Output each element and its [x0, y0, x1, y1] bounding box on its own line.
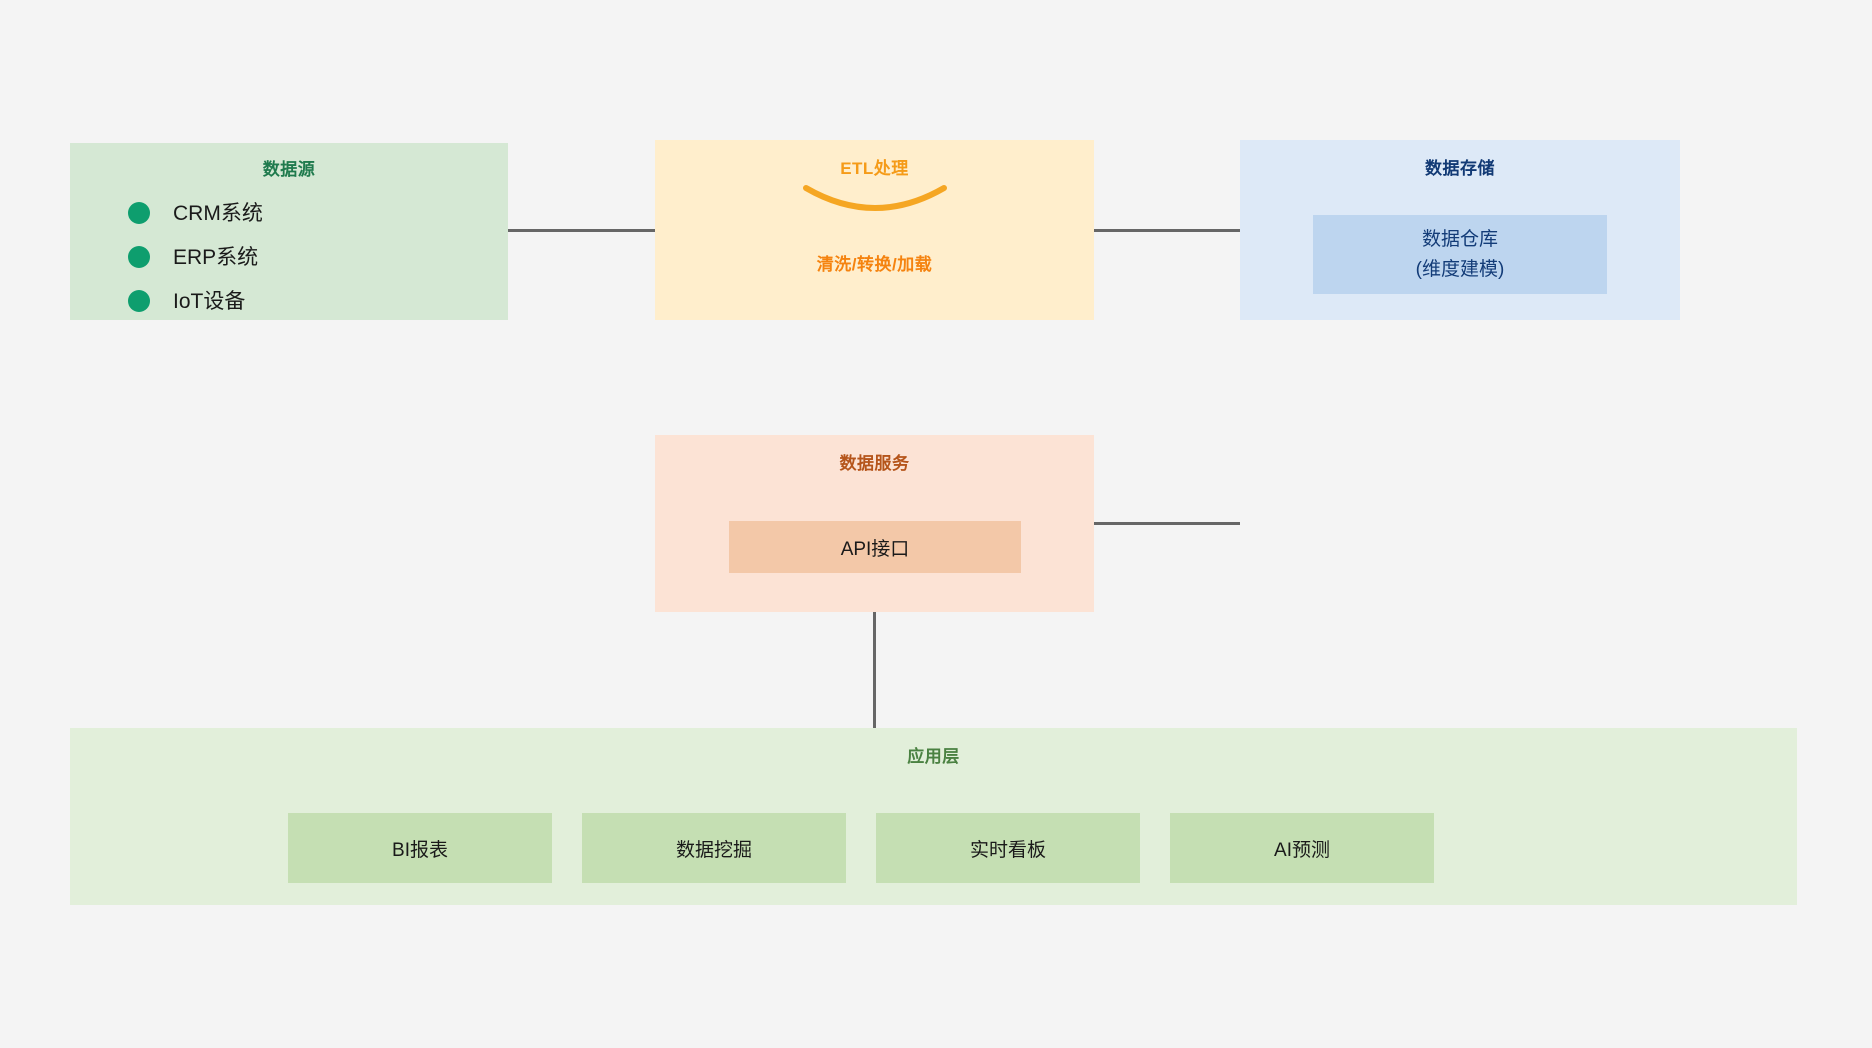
node-data-service[interactable]: 数据服务 API接口 — [655, 435, 1094, 612]
node-data-source[interactable]: 数据源 CRM系统 ERP系统 IoT设备 — [70, 143, 508, 320]
application-cell-ai-prediction[interactable]: AI预测 — [1170, 813, 1434, 883]
connector-etl-to-data-storage — [1094, 229, 1240, 232]
bullet-dot-icon — [128, 202, 150, 224]
data-source-list: CRM系统 ERP系统 IoT设备 — [128, 191, 458, 323]
data-warehouse-sublabel: (维度建模) — [1415, 258, 1505, 280]
data-source-item-label: CRM系统 — [173, 201, 263, 225]
etl-subtitle: 清洗/转换/加载 — [816, 255, 933, 274]
data-source-item-label: IoT设备 — [173, 289, 246, 313]
application-cell-bi-report[interactable]: BI报表 — [288, 813, 552, 883]
list-item[interactable]: IoT设备 — [128, 279, 458, 323]
node-etl-processing[interactable]: ETL处理 清洗/转换/加载 — [655, 140, 1094, 320]
data-source-title: 数据源 — [262, 160, 316, 179]
data-warehouse-box[interactable]: 数据仓库 (维度建模) — [1313, 215, 1607, 294]
application-cell-label: 实时看板 — [969, 839, 1046, 861]
connector-data-service-to-application-layer — [873, 612, 876, 728]
bullet-dot-icon — [128, 246, 150, 268]
list-item[interactable]: ERP系统 — [128, 235, 458, 279]
connector-data-source-to-etl — [508, 229, 655, 232]
data-storage-title: 数据存储 — [1425, 159, 1495, 178]
list-item[interactable]: CRM系统 — [128, 191, 458, 235]
api-interface-box[interactable]: API接口 — [729, 521, 1021, 573]
node-application-layer[interactable]: 应用层 BI报表 数据挖掘 实时看板 AI预测 — [70, 728, 1797, 905]
etl-title: ETL处理 — [840, 159, 909, 178]
application-layer-title: 应用层 — [907, 747, 960, 766]
application-cell-realtime-dashboard[interactable]: 实时看板 — [876, 813, 1140, 883]
data-warehouse-label: 数据仓库 — [1421, 229, 1498, 251]
application-layer-cells: BI报表 数据挖掘 实时看板 AI预测 — [288, 813, 1504, 883]
data-service-title: 数据服务 — [839, 454, 910, 473]
application-cell-data-mining[interactable]: 数据挖掘 — [582, 813, 846, 883]
application-cell-label: AI预测 — [1274, 839, 1330, 861]
connector-data-service-outbound — [1094, 522, 1240, 525]
bullet-dot-icon — [128, 290, 150, 312]
data-source-item-label: ERP系统 — [173, 245, 259, 269]
application-cell-label: BI报表 — [392, 839, 448, 861]
api-interface-label: API接口 — [840, 538, 910, 560]
etl-arc-icon — [802, 185, 947, 211]
application-cell-label: 数据挖掘 — [675, 839, 752, 861]
node-data-storage[interactable]: 数据存储 数据仓库 (维度建模) — [1240, 140, 1680, 320]
